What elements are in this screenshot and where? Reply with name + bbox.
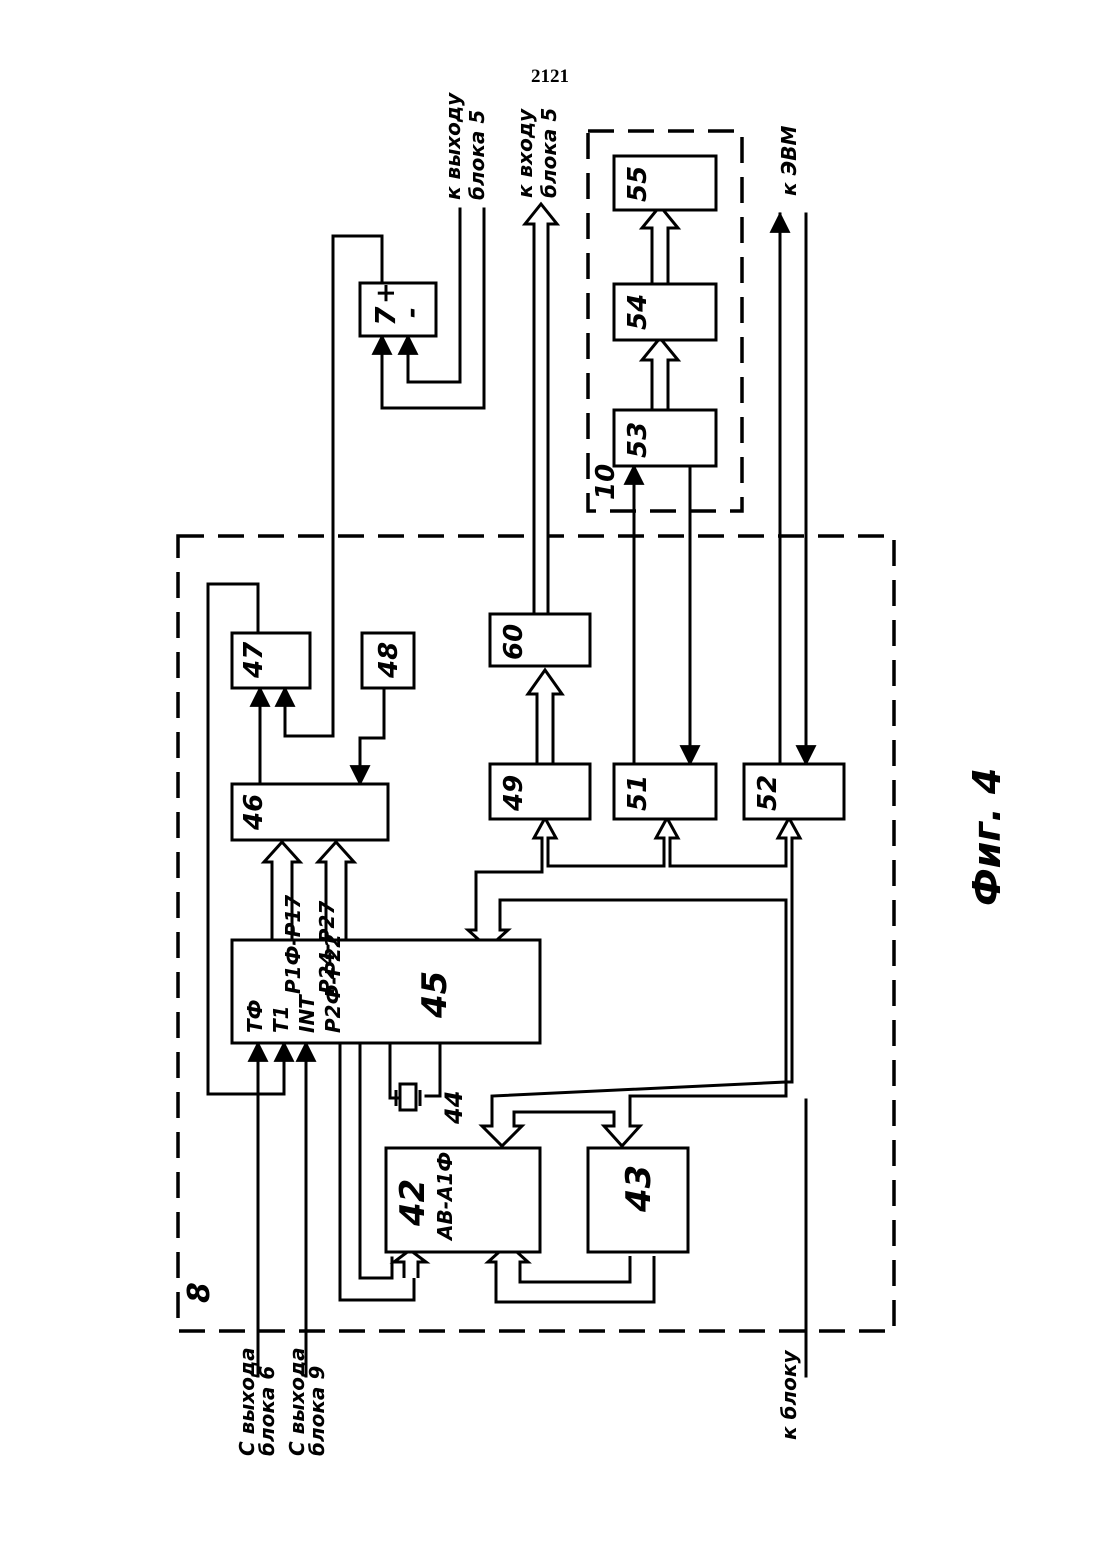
block-7-plus: + xyxy=(371,282,401,304)
frame-8-label: 8 xyxy=(182,1282,217,1303)
block-49-label: 49 xyxy=(499,775,529,812)
block-42-sub: AB-A1Ф xyxy=(433,1152,457,1242)
block-48-label: 48 xyxy=(374,642,404,679)
to-evm: к ЭВМ xyxy=(777,126,801,196)
input-from-block6-l2: блока 6 xyxy=(255,1366,279,1456)
bus-60-to-out xyxy=(525,204,557,614)
frame-10-label: 10 xyxy=(591,464,621,500)
block-43-label: 43 xyxy=(619,1165,659,1213)
block-45-label: 45 xyxy=(415,971,455,1019)
bus-49-to-60 xyxy=(528,670,562,764)
bus-p2-to-42-head xyxy=(394,1250,426,1278)
block-51-label: 51 xyxy=(623,775,653,811)
pin-t0: TФ xyxy=(243,1000,267,1033)
block-53-label: 53 xyxy=(623,422,653,458)
block-7-minus: - xyxy=(397,307,427,318)
wire-48-to-46 xyxy=(360,688,384,784)
bus-53-to-54 xyxy=(642,338,678,410)
crystal-44-label: 44 xyxy=(440,1091,468,1125)
to-input-block5-l2: блока 5 xyxy=(537,108,561,198)
block-42-label: 42 xyxy=(393,1179,433,1227)
bus-to-42-43 xyxy=(482,1082,786,1146)
pin-p10-p17: P1Ф-P17 xyxy=(281,895,305,994)
block-52-label: 52 xyxy=(753,775,783,811)
block-60-label: 60 xyxy=(499,624,529,660)
crystal-44 xyxy=(400,1084,416,1110)
to-output-block5-l2: блока 5 xyxy=(465,110,489,200)
buses xyxy=(264,204,800,1302)
pin-t1: T1 xyxy=(269,1005,293,1033)
bus-54-to-55 xyxy=(642,206,678,284)
block-55-label: 55 xyxy=(623,166,653,202)
figure-caption: Фиг. 4 xyxy=(965,768,1009,906)
to-output-block5-l1: к выходу xyxy=(441,92,465,200)
block-47-label: 47 xyxy=(239,641,269,679)
pin-int: INT xyxy=(295,994,319,1033)
input-from-block9-l2: блока 9 xyxy=(305,1366,329,1456)
block-46-label: 46 xyxy=(239,794,269,831)
output-to-block: к блоку xyxy=(777,1350,801,1440)
pin-p24-p27: P24-P27 xyxy=(315,901,339,994)
block-54-label: 54 xyxy=(623,294,653,330)
to-input-block5-l1: к входу xyxy=(513,108,537,198)
